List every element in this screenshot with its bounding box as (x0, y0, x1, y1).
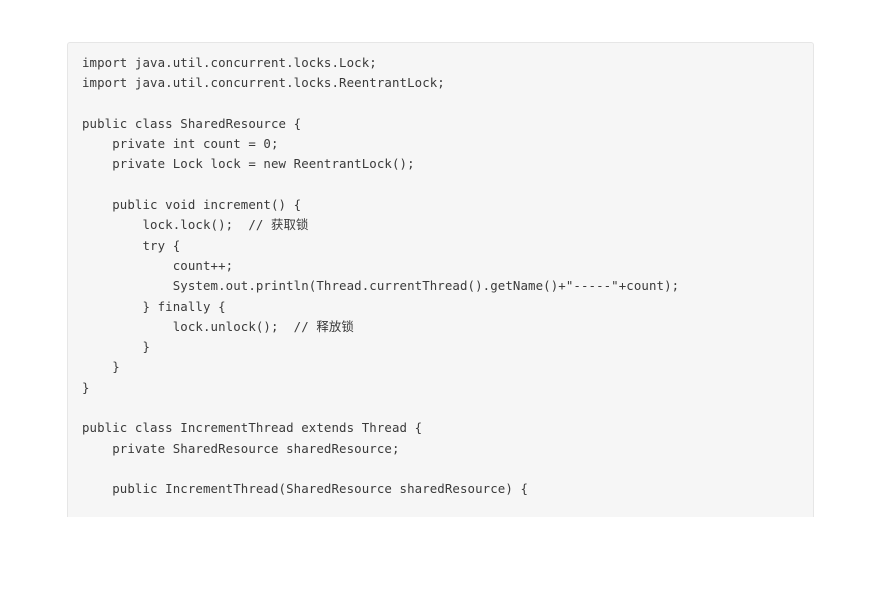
code-line: } (82, 379, 90, 395)
code-line: import java.util.concurrent.locks.Reentr… (82, 75, 445, 91)
code-line: public void increment() { (82, 197, 302, 213)
code-line: private int count = 0; (82, 136, 279, 152)
code-line (82, 459, 813, 479)
code-content: import java.util.concurrent.locks.Lock; i… (68, 43, 813, 500)
code-line (82, 175, 813, 195)
code-line: private Lock lock = new ReentrantLock(); (82, 156, 415, 172)
code-line (82, 398, 813, 418)
code-line: System.out.println(Thread.currentThread(… (82, 278, 680, 294)
code-line: import java.util.concurrent.locks.Lock; (82, 55, 377, 70)
code-line: } (82, 359, 120, 375)
code-line: lock.unlock(); // 释放锁 (82, 318, 354, 334)
code-line: public class SharedResource { (82, 115, 302, 131)
code-line: try { (82, 237, 181, 253)
code-line: } finally { (82, 298, 226, 314)
code-line (82, 94, 813, 114)
code-line: private SharedResource sharedResource; (82, 440, 400, 456)
code-line: public class IncrementThread extends Thr… (82, 420, 423, 436)
code-line: count++; (82, 257, 234, 273)
code-line: } (82, 339, 151, 355)
code-line: lock.lock(); // 获取锁 (82, 217, 309, 233)
code-block: import java.util.concurrent.locks.Lock; i… (67, 42, 814, 517)
code-line: public IncrementThread(SharedResource sh… (82, 481, 529, 497)
